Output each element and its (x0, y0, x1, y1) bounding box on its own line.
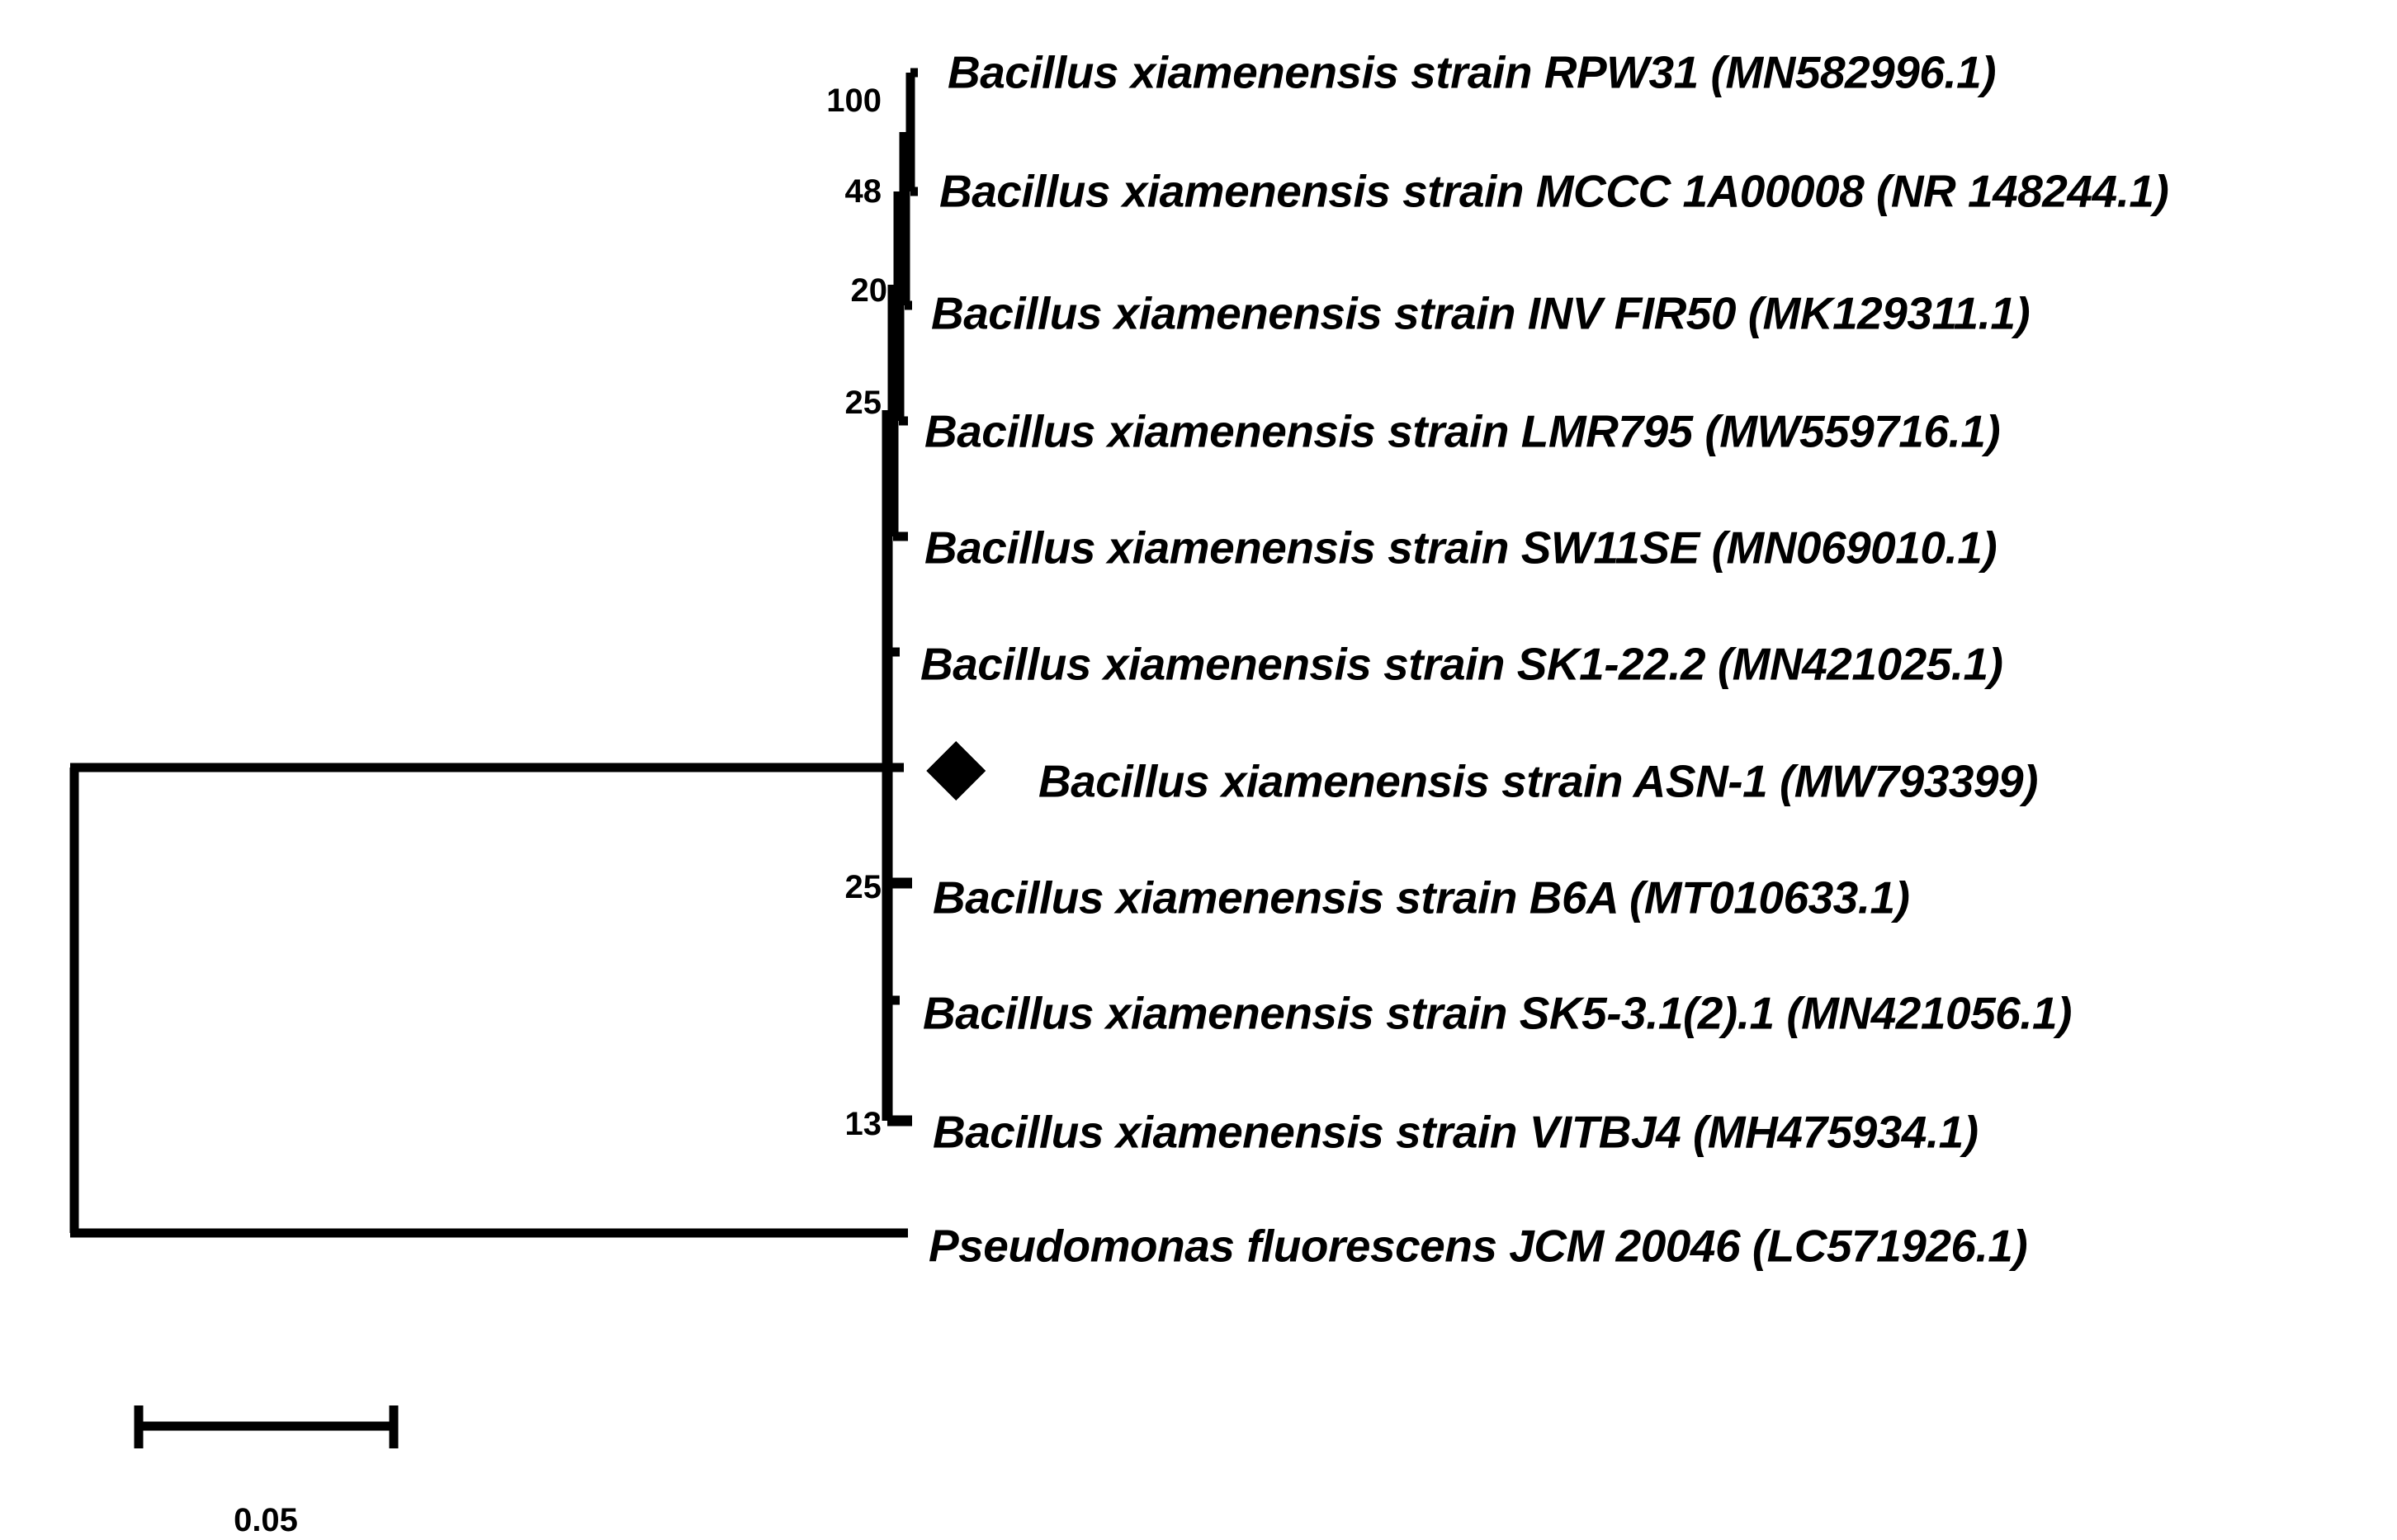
taxon-label-rpw31: Bacillus xiamenensis strain RPW31 (MN582… (948, 46, 1997, 98)
taxon-label-pseudomonas-fluorescens: Pseudomonas fluorescens JCM 20046 (LC571… (929, 1220, 2028, 1272)
taxon-label-b6a: Bacillus xiamenensis strain B6A (MT01063… (933, 872, 1910, 924)
taxon-label-sw11se: Bacillus xiamenensis strain SW11SE (MN06… (924, 522, 1998, 574)
clade-48 (899, 132, 912, 310)
bootstrap-label-25-outer: 25 (844, 385, 882, 421)
root-branches (69, 763, 908, 1238)
taxon-label-vitbj4: Bacillus xiamenensis strain VITBJ4 (MH47… (933, 1106, 1979, 1158)
taxon-label-asn-1: Bacillus xiamenensis strain ASN-1 (MW793… (1038, 755, 2038, 807)
diamond-marker-icon (926, 741, 986, 801)
bootstrap-label-13: 13 (844, 1106, 882, 1142)
bootstrap-label-25-b6a: 25 (844, 869, 882, 905)
taxon-label-mccc-1a00008: Bacillus xiamenensis strain MCCC 1A00008… (939, 165, 2169, 217)
scale-bar (134, 1405, 399, 1448)
scale-bar-label: 0.05 (234, 1502, 298, 1538)
taxon-label-sk1-22-2: Bacillus xiamenensis strain SK1-22.2 (MN… (920, 638, 2003, 690)
taxon-label-sk5-3-1-2-1: Bacillus xiamenensis strain SK5-3.1(2).1… (923, 987, 2072, 1039)
taxon-label-lmr795: Bacillus xiamenensis strain LMR795 (MW55… (924, 405, 2001, 457)
clade-20 (893, 191, 908, 426)
bootstrap-label-20: 20 (850, 272, 888, 309)
bootstrap-label-48: 48 (844, 173, 882, 210)
bootstrap-label-100: 100 (826, 83, 882, 119)
clade-25-outer (887, 285, 908, 541)
taxon-label-inv-fir50: Bacillus xiamenensis strain INV FIR50 (M… (931, 287, 2031, 339)
clade-100 (905, 68, 918, 196)
